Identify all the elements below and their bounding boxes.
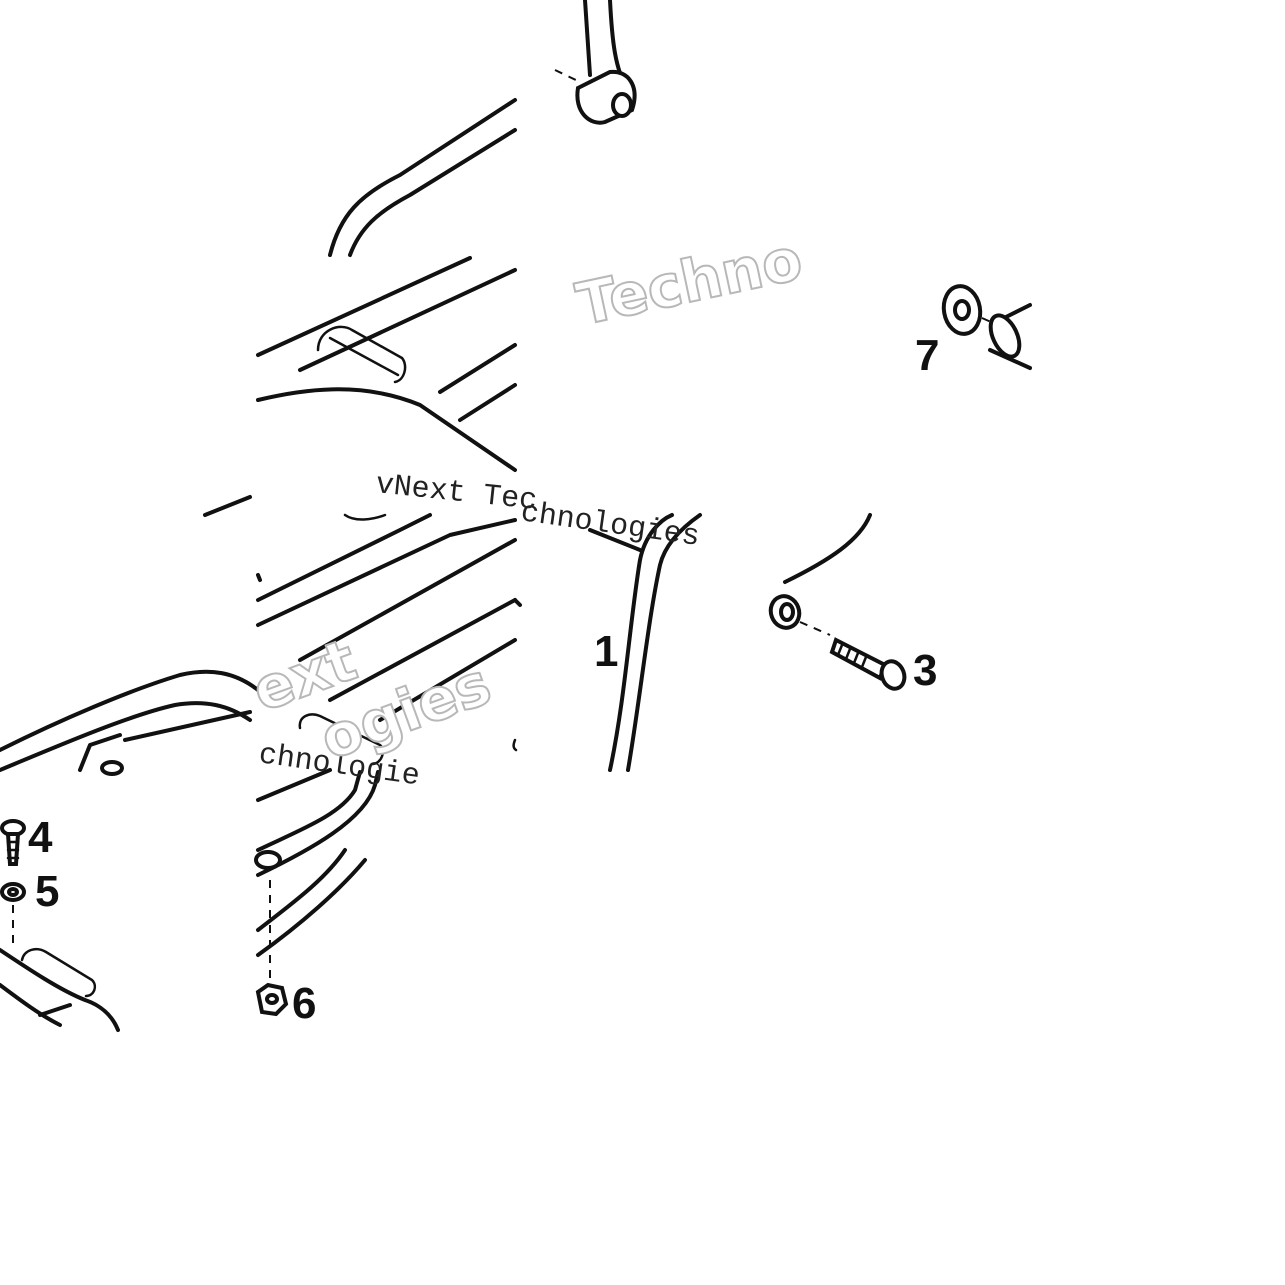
- bolt-3-assembly: [768, 513, 907, 691]
- watermark-vnext-tec: vNext Tec: [374, 468, 539, 519]
- rack-frame-top: [256, 98, 517, 472]
- callout-1: 1: [594, 627, 618, 676]
- callout-5: 5: [35, 867, 59, 916]
- nut-6-assembly: [254, 768, 380, 1017]
- upright-bar-1: [512, 513, 702, 772]
- screw-washer-assembly: [0, 819, 120, 1032]
- callout-4: 4: [28, 813, 53, 862]
- watermark-layer: Techno vNext Tec chnologies chnologie ex…: [243, 224, 809, 795]
- bolt-3: [829, 637, 888, 681]
- washer-5: [0, 882, 26, 902]
- callout-3: 3: [913, 646, 937, 695]
- callouts: 1 3 4 5 6 7: [28, 331, 939, 1028]
- part-7-washer-assembly: [941, 284, 1032, 370]
- screw-4: [0, 819, 26, 866]
- upright-bar-top: [554, 0, 637, 125]
- rack-frame-left: [0, 495, 260, 776]
- watermark-techno: Techno: [571, 225, 808, 339]
- rack-frame-middle: [256, 513, 517, 766]
- callout-7: 7: [915, 331, 939, 380]
- watermark-chnologies: chnologies: [519, 496, 702, 555]
- callout-6: 6: [292, 979, 316, 1028]
